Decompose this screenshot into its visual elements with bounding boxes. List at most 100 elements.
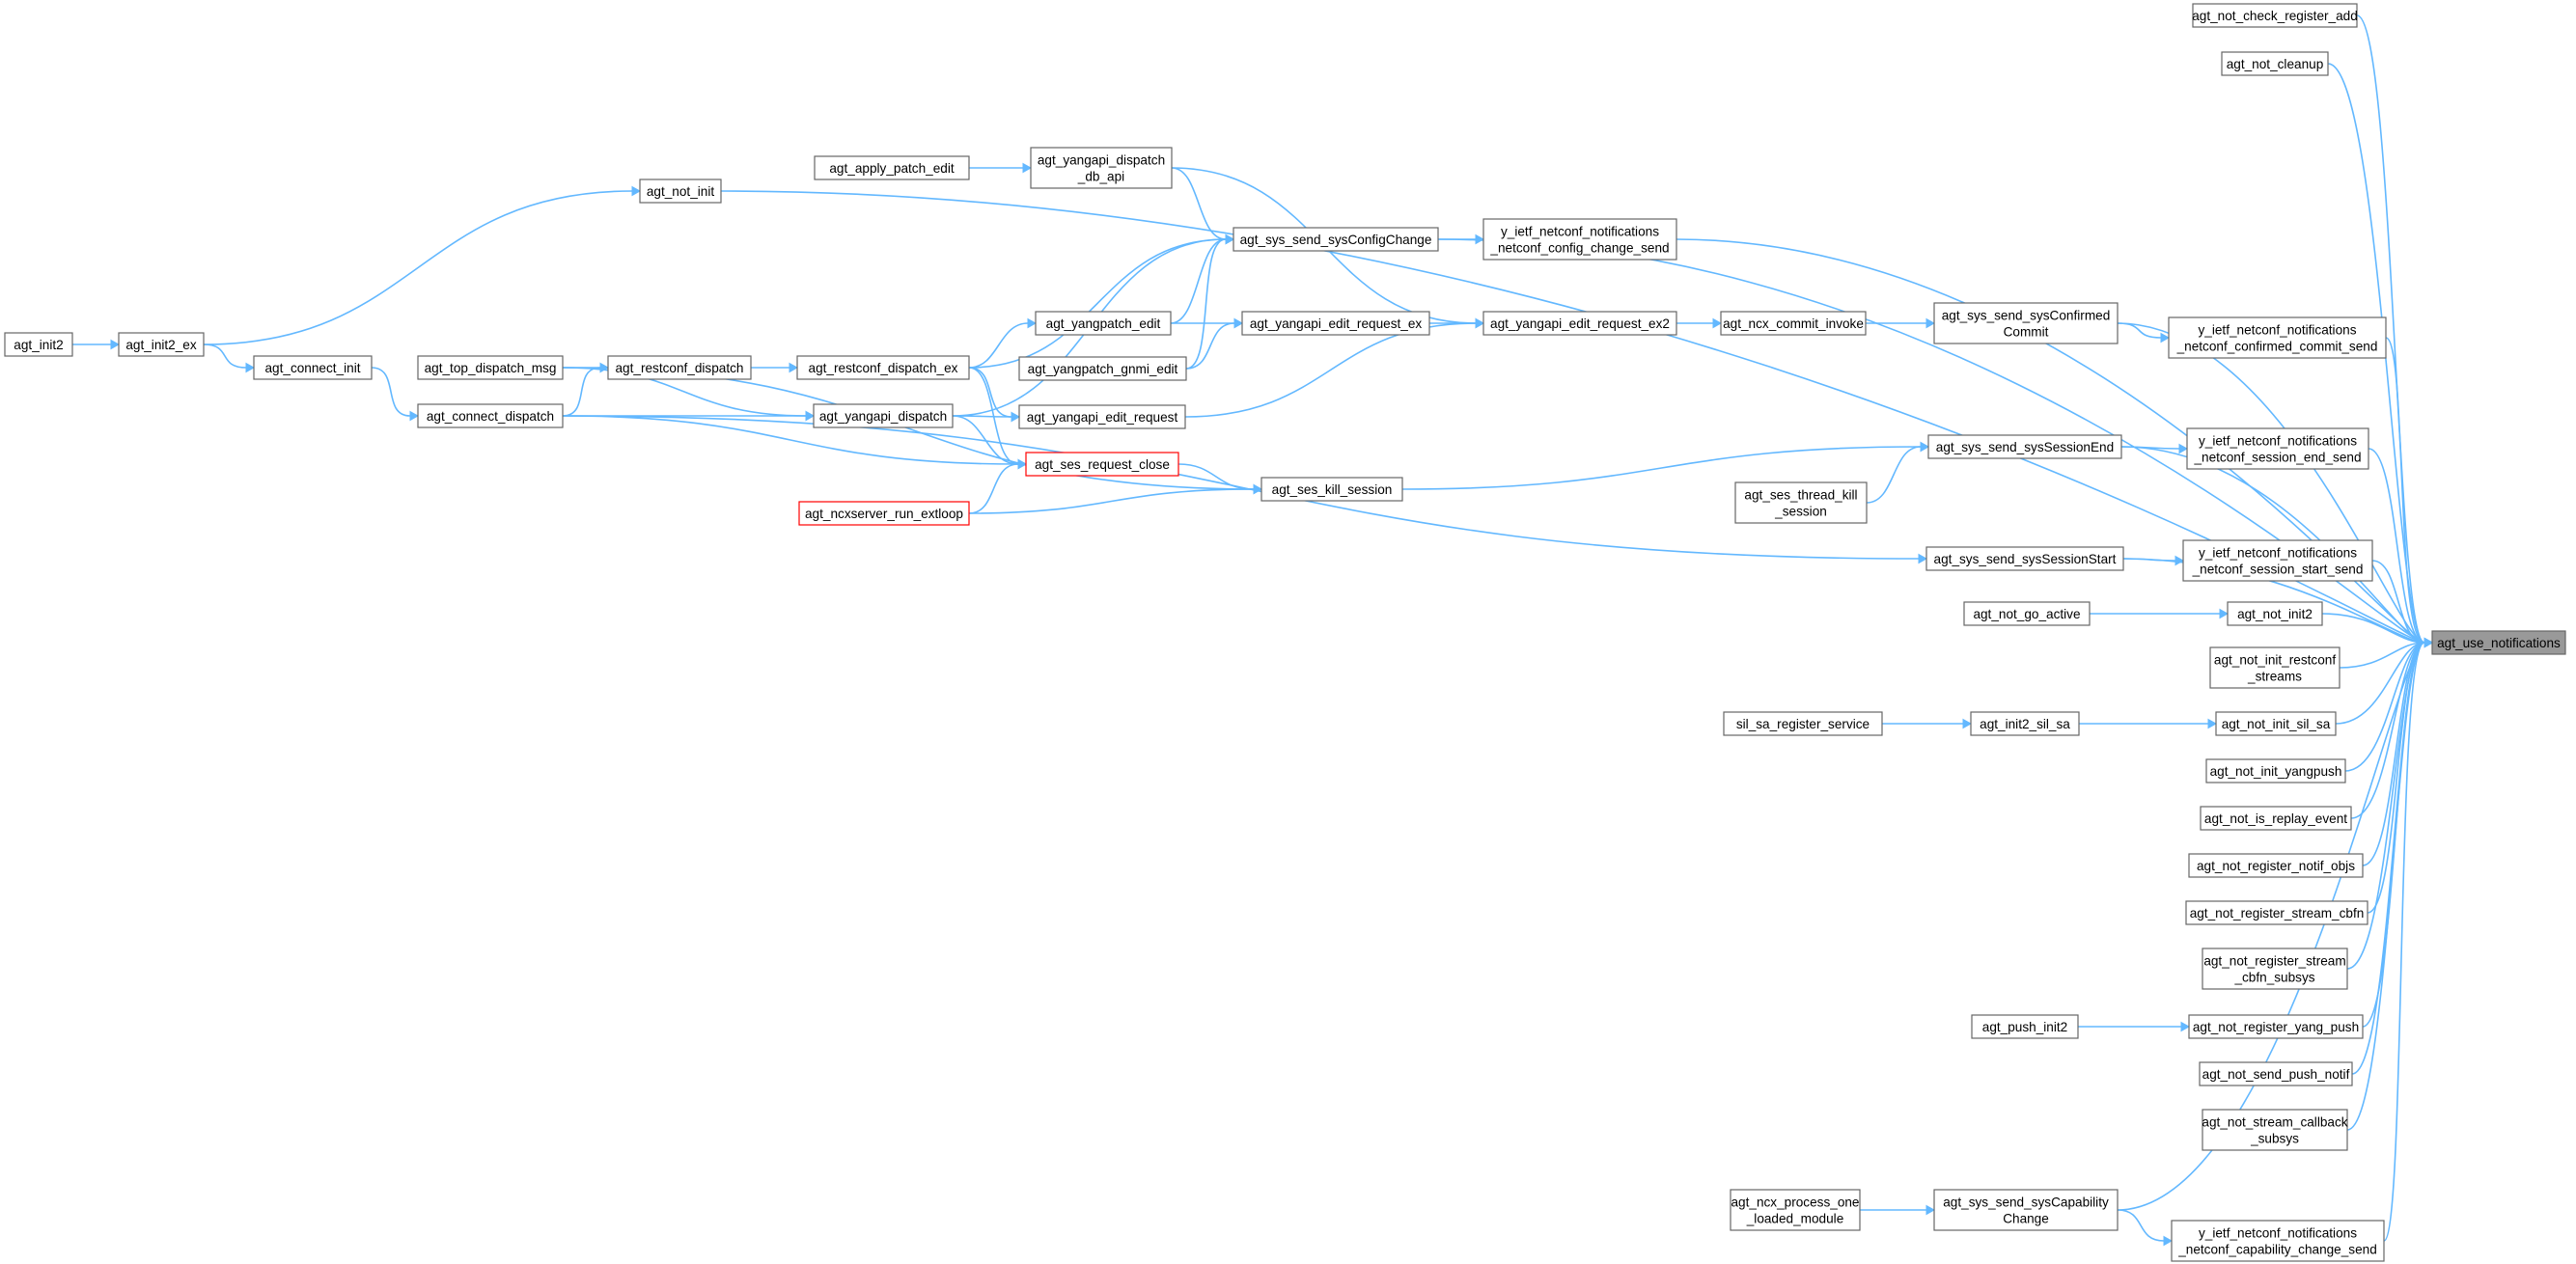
node-label: agt_top_dispatch_msg xyxy=(425,361,557,375)
node-ses-kill-session[interactable]: agt_ses_kill_session xyxy=(1260,477,1403,502)
edge-ietf_confirmed_commit-to-focus xyxy=(2385,337,2425,644)
node-ses-thread-kill-session[interactable]: agt_ses_thread_kill_session xyxy=(1734,481,1868,524)
node-label: y_ietf_netconf_notifications xyxy=(2199,546,2357,561)
node-restconf-dispatch[interactable]: agt_restconf_dispatch xyxy=(607,355,752,380)
node-yangapi-dispatch[interactable]: agt_yangapi_dispatch xyxy=(813,403,954,428)
edge-arrowhead xyxy=(1027,317,1038,329)
node-not-init2[interactable]: agt_not_init2 xyxy=(2227,601,2323,626)
node-box xyxy=(1730,1189,1861,1231)
node-ses-request-close[interactable]: agt_ses_request_close xyxy=(1025,452,1179,477)
node-label: agt_connect_init xyxy=(264,361,360,375)
node-push-init2[interactable]: agt_push_init2 xyxy=(1971,1014,2079,1039)
node-box xyxy=(1933,1189,2119,1231)
node-box xyxy=(1971,1014,2079,1039)
node-apply-patch-edit[interactable]: agt_apply_patch_edit xyxy=(814,155,970,180)
node-label: agt_sys_send_sysConfigChange xyxy=(1240,233,1432,247)
node-label: Commit xyxy=(2004,325,2049,340)
node-not-register-stream-cbfn-subsys[interactable]: agt_not_register_stream_cbfn_subsys xyxy=(2202,948,2348,990)
edge-arrowhead xyxy=(1925,317,1936,329)
node-box xyxy=(1241,311,1430,336)
node-not-init[interactable]: agt_not_init xyxy=(639,179,722,204)
node-box xyxy=(2431,630,2566,655)
node-ncx-process-one-loaded-module[interactable]: agt_ncx_process_one_loaded_module xyxy=(1730,1189,1861,1231)
node-box xyxy=(1734,481,1868,524)
edge-arrowhead xyxy=(1253,483,1263,495)
node-not-send-push-notif[interactable]: agt_not_send_push_notif xyxy=(2199,1061,2353,1086)
node-ietf-capability-change[interactable]: y_ietf_netconf_notifications_netconf_cap… xyxy=(2171,1220,2385,1262)
node-yangpatch-edit[interactable]: agt_yangpatch_edit xyxy=(1035,311,1172,336)
node-box xyxy=(2186,427,2369,470)
node-label: y_ietf_netconf_notifications xyxy=(2199,434,2357,449)
edge-sys_capability_change-to-ietf_capability_change xyxy=(2117,1209,2165,1242)
edge-ietf_session_start-to-focus xyxy=(2371,560,2425,644)
node-box xyxy=(1482,218,1677,261)
node-not-go-active[interactable]: agt_not_go_active xyxy=(1963,601,2091,626)
node-top-dispatch-msg[interactable]: agt_top_dispatch_msg xyxy=(417,355,564,380)
node-init2-sil-sa[interactable]: agt_init2_sil_sa xyxy=(1970,711,2080,736)
edge-arrowhead xyxy=(245,362,256,373)
node-sys-config-change[interactable]: agt_sys_send_sysConfigChange xyxy=(1233,227,1439,252)
node-box xyxy=(2168,316,2387,359)
node-label: agt_init2_ex xyxy=(125,338,197,352)
node-ncxserver-run-extloop[interactable]: agt_ncxserver_run_extloop xyxy=(798,501,970,526)
edge-not_register_stream_cbfn-to-focus xyxy=(2367,642,2425,914)
node-yangapi-edit-request[interactable]: agt_yangapi_edit_request xyxy=(1018,404,1186,429)
edge-restconf_dispatch_ex-to-sys_config_change xyxy=(968,238,1227,369)
node-not-register-stream-cbfn[interactable]: agt_not_register_stream_cbfn xyxy=(2185,900,2368,925)
node-yangapi-edit-request-ex[interactable]: agt_yangapi_edit_request_ex xyxy=(1241,311,1430,336)
node-box xyxy=(1963,601,2091,626)
node-ietf-config-change[interactable]: y_ietf_netconf_notifications_netconf_con… xyxy=(1482,218,1677,261)
edge-arrowhead xyxy=(1920,441,1930,453)
edge-not_is_replay_event-to-focus xyxy=(2350,642,2425,819)
node-yangapi-edit-request-ex2[interactable]: agt_yangapi_edit_request_ex2 xyxy=(1482,311,1677,336)
node-focus[interactable]: agt_use_notifications xyxy=(2431,630,2566,655)
node-not-stream-callback-subsys[interactable]: agt_not_stream_callback_subsys xyxy=(2202,1109,2348,1151)
edge-yangapi_dispatch_db_api-to-sys_config_change xyxy=(1171,167,1227,240)
node-box xyxy=(1925,546,2124,571)
node-not-init-restconf-streams[interactable]: agt_not_init_restconf_streams xyxy=(2209,646,2341,689)
edge-arrowhead xyxy=(1962,718,1973,729)
node-connect-dispatch[interactable]: agt_connect_dispatch xyxy=(417,403,564,428)
node-not-init-sil-sa[interactable]: agt_not_init_sil_sa xyxy=(2215,711,2337,736)
node-box xyxy=(1927,434,2122,459)
node-ncx-commit-invoke[interactable]: agt_ncx_commit_invoke xyxy=(1720,311,1867,336)
node-box xyxy=(607,355,752,380)
node-label: agt_push_init2 xyxy=(1982,1020,2067,1034)
node-not-register-notif-objs[interactable]: agt_not_register_notif_objs xyxy=(2188,853,2364,878)
node-box xyxy=(2209,646,2341,689)
node-yangapi-dispatch-db-api[interactable]: agt_yangapi_dispatch_db_api xyxy=(1030,147,1173,189)
node-ietf-confirmed-commit[interactable]: y_ietf_netconf_notifications_netconf_con… xyxy=(2168,316,2387,359)
node-ietf-session-start[interactable]: y_ietf_netconf_notifications_netconf_ses… xyxy=(2182,539,2373,582)
edge-arrowhead xyxy=(2160,332,2171,343)
node-label: agt_not_init_restconf xyxy=(2214,653,2336,668)
edge-yangpatch_gnmi_edit-to-yangapi_edit_request_ex xyxy=(1185,322,1235,370)
node-sys-session-start[interactable]: agt_sys_send_sysSessionStart xyxy=(1925,546,2124,571)
node-sil-sa-register-service[interactable]: sil_sa_register_service xyxy=(1723,711,1883,736)
node-label: agt_use_notifications xyxy=(2437,636,2561,650)
edge-sys_confirmed_commit-to-ietf_confirmed_commit xyxy=(2117,322,2162,339)
edge-ses_thread_kill_session-to-sys_session_end xyxy=(1866,446,1922,504)
node-not-is-replay-event[interactable]: agt_not_is_replay_event xyxy=(2200,806,2352,831)
node-yangpatch-gnmi-edit[interactable]: agt_yangpatch_gnmi_edit xyxy=(1018,356,1187,381)
edge-yangpatch_gnmi_edit-to-sys_config_change xyxy=(1185,238,1227,370)
edge-check_register_add-to-focus xyxy=(2356,14,2425,644)
node-restconf-dispatch-ex[interactable]: agt_restconf_dispatch_ex xyxy=(796,355,970,380)
node-init2[interactable]: agt_init2 xyxy=(4,332,73,357)
node-not-cleanup[interactable]: agt_not_cleanup xyxy=(2221,51,2329,76)
node-sys-session-end[interactable]: agt_sys_send_sysSessionEnd xyxy=(1927,434,2122,459)
node-label: agt_sys_send_sysSessionEnd xyxy=(1936,440,2114,454)
edge-arrowhead xyxy=(2424,637,2434,648)
node-label: agt_yangapi_dispatch xyxy=(1038,153,1165,168)
node-label: y_ietf_netconf_notifications xyxy=(1501,225,1659,239)
node-not-register-yang-push[interactable]: agt_not_register_yang_push xyxy=(2188,1014,2364,1039)
node-ietf-session-end[interactable]: y_ietf_netconf_notifications_netconf_ses… xyxy=(2186,427,2369,470)
node-not-init-yangpush[interactable]: agt_not_init_yangpush xyxy=(2205,758,2346,783)
node-init2-ex[interactable]: agt_init2_ex xyxy=(118,332,205,357)
node-check-register-add[interactable]: agt_not_check_register_add xyxy=(2192,3,2358,28)
node-connect-init[interactable]: agt_connect_init xyxy=(253,355,373,380)
node-label: agt_yangapi_edit_request xyxy=(1027,410,1178,425)
node-box xyxy=(118,332,205,357)
